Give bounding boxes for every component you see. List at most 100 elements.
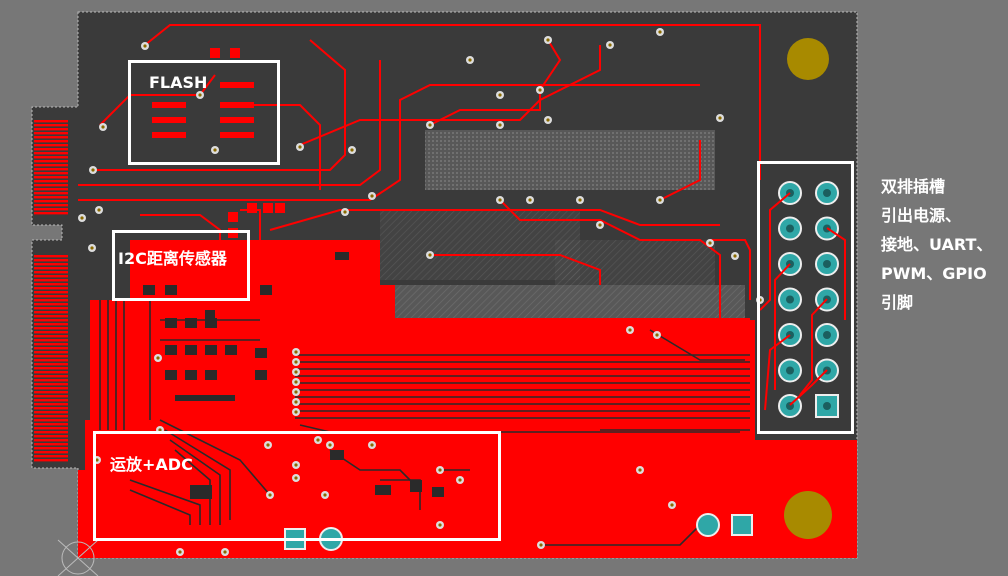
via-hole: [323, 493, 327, 497]
header-description: 双排插槽 引出电源、 接地、UART、 PWM、GPIO 引脚: [881, 172, 992, 317]
via-hole: [718, 116, 722, 120]
smd-pad: [190, 485, 212, 499]
via-hole: [266, 443, 270, 447]
hatched-zones: [380, 130, 745, 320]
via-hole: [294, 476, 298, 480]
via-hole: [97, 208, 101, 212]
connector-finger: [34, 144, 68, 147]
connector-finger: [34, 152, 68, 155]
edge-connector: [34, 120, 68, 462]
via-hole: [294, 380, 298, 384]
smd-pad: [228, 228, 238, 238]
smd-pad: [205, 370, 217, 380]
connector-finger: [34, 431, 68, 434]
header-trace: [774, 263, 791, 390]
via-hole: [294, 370, 298, 374]
via-hole: [90, 246, 94, 250]
connector-finger: [34, 411, 68, 414]
connector-finger: [34, 271, 68, 274]
via-hole: [546, 118, 550, 122]
connector-finger: [34, 367, 68, 370]
via-hole: [428, 253, 432, 257]
amp-adc-annotation-box: [93, 431, 501, 541]
connector-finger: [34, 263, 68, 266]
connector-finger: [34, 371, 68, 374]
via-hole: [101, 125, 105, 129]
header-annotation-box: [757, 161, 854, 434]
connector-finger: [34, 255, 68, 258]
connector-finger: [34, 435, 68, 438]
via-hole: [213, 148, 217, 152]
connector-finger: [34, 204, 68, 207]
pour-traces: [99, 300, 750, 546]
connector-finger: [34, 383, 68, 386]
connector-finger: [34, 307, 68, 310]
connector-finger: [34, 140, 68, 143]
smd-pad: [247, 203, 257, 213]
connector-finger: [34, 267, 68, 270]
smd-pad: [255, 348, 267, 358]
connector-finger: [34, 399, 68, 402]
flash-label: FLASH: [149, 73, 208, 92]
connector-finger: [34, 451, 68, 454]
via-hole: [91, 168, 95, 172]
via-hole: [438, 468, 442, 472]
connector-finger: [34, 287, 68, 290]
via-hole: [628, 328, 632, 332]
header-note-line: PWM、GPIO: [881, 264, 987, 283]
traces: [78, 24, 761, 320]
mounting-holes: [784, 38, 832, 539]
connector-finger: [34, 259, 68, 262]
connector-finger: [34, 291, 68, 294]
header-pin-hole: [823, 260, 831, 268]
header-trace: [789, 369, 828, 406]
connector-finger: [34, 427, 68, 430]
smd-pad: [205, 310, 215, 318]
header-note-line: 接地、UART、: [881, 235, 993, 254]
via-hole: [294, 463, 298, 467]
connector-finger: [34, 355, 68, 358]
via-hole: [468, 58, 472, 62]
connector-finger: [34, 168, 68, 171]
connector-finger: [34, 283, 68, 286]
connector-finger: [34, 180, 68, 183]
via-hole: [294, 350, 298, 354]
flash-annotation-box: [128, 60, 280, 165]
via-hole: [294, 360, 298, 364]
via-hole: [294, 410, 298, 414]
smd-pad: [165, 285, 177, 295]
connector-finger: [34, 339, 68, 342]
connector-finger: [34, 148, 68, 151]
via-hole: [498, 123, 502, 127]
via-hole: [670, 503, 674, 507]
smd-pad: [165, 370, 177, 380]
connector-finger: [34, 447, 68, 450]
connector-finger: [34, 184, 68, 187]
via-hole: [198, 93, 202, 97]
origin-marker: [57, 539, 99, 576]
smd-pad: [410, 480, 422, 492]
connector-finger: [34, 172, 68, 175]
connector-finger: [34, 132, 68, 135]
smd-pad: [335, 252, 349, 260]
header-pin-hole: [823, 189, 831, 197]
connector-finger: [34, 164, 68, 167]
via-hole: [316, 438, 320, 442]
connector-finger: [34, 176, 68, 179]
via-hole: [638, 468, 642, 472]
smd-pad: [375, 485, 391, 495]
via-hole: [343, 210, 347, 214]
connector-finger: [34, 455, 68, 458]
smd-components: [143, 203, 444, 499]
smd-pad: [165, 345, 177, 355]
smd-pad: [143, 285, 155, 295]
via-hole: [658, 198, 662, 202]
smd-pad: [330, 450, 344, 460]
smd-pad: [205, 345, 217, 355]
connector-finger: [34, 192, 68, 195]
via-hole: [498, 198, 502, 202]
via-hole: [294, 400, 298, 404]
connector-finger: [34, 395, 68, 398]
via-hole: [350, 148, 354, 152]
via-hole: [428, 123, 432, 127]
